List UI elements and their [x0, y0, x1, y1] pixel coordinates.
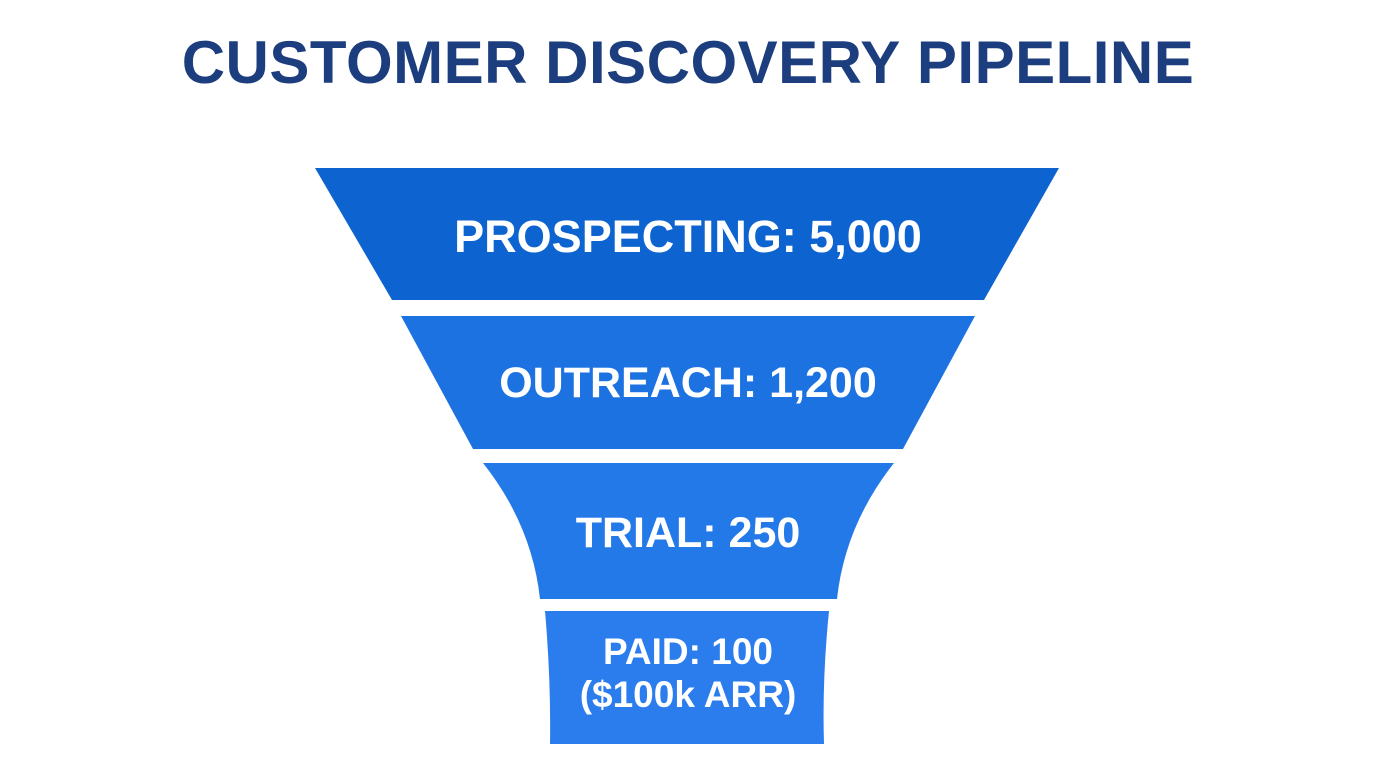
funnel-stage-paid-label: PAID: 100 — [603, 631, 773, 672]
funnel-stage-prospecting-shape — [315, 168, 1059, 300]
funnel-stage-prospecting-label: PROSPECTING: 5,000 — [454, 211, 922, 262]
funnel-stage-paid-shape — [545, 611, 829, 744]
page-title: CUSTOMER DISCOVERY PIPELINE — [181, 29, 1195, 96]
funnel-stage-trial-label: TRIAL: 250 — [576, 509, 801, 557]
funnel-stage-outreach: OUTREACH: 1,200 — [401, 316, 975, 449]
funnel-stage-outreach-label: OUTREACH: 1,200 — [499, 359, 877, 407]
funnel-stage-trial: TRIAL: 250 — [483, 463, 894, 599]
funnel-stage-paid-annotation: ($100k ARR) — [580, 674, 797, 715]
funnel-stage-trial-shape — [483, 463, 894, 599]
funnel-stage-prospecting: PROSPECTING: 5,000 — [315, 168, 1059, 300]
funnel-stage-outreach-shape — [401, 316, 975, 449]
funnel-stage-paid: PAID: 100 ($100k ARR) — [545, 611, 829, 744]
